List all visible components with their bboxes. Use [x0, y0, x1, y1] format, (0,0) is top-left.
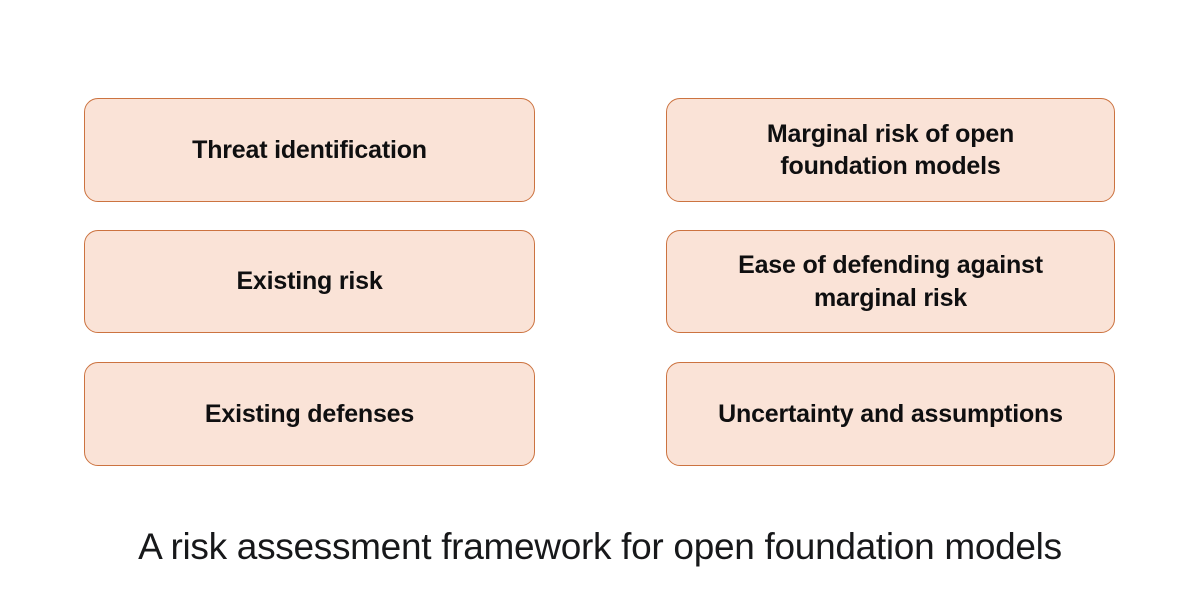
node-marginal-risk[interactable]: Marginal risk of open foundation models [666, 98, 1115, 202]
node-label: Marginal risk of open foundation models [766, 119, 1015, 181]
node-label: Existing defenses [204, 399, 415, 428]
node-ease-of-defending[interactable]: Ease of defending against marginal risk [666, 230, 1115, 333]
node-threat-identification[interactable]: Threat identification [84, 98, 535, 202]
node-uncertainty-and-assumptions[interactable]: Uncertainty and assumptions [666, 362, 1115, 466]
framework-grid: Threat identification Marginal risk of o… [84, 98, 1116, 466]
node-label: Ease of defending against marginal risk [738, 251, 1043, 312]
node-label: Threat identification [192, 135, 427, 164]
node-existing-risk[interactable]: Existing risk [84, 230, 535, 333]
node-label: Uncertainty and assumptions [718, 399, 1063, 428]
node-label: Existing risk [236, 267, 383, 296]
node-existing-defenses[interactable]: Existing defenses [84, 362, 535, 466]
figure-caption: A risk assessment framework for open fou… [138, 526, 1062, 567]
